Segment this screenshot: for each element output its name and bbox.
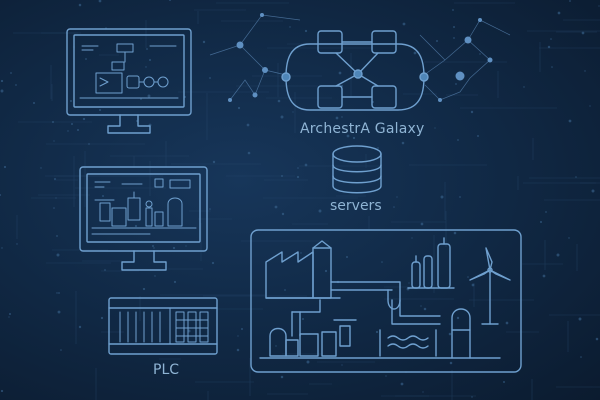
servers-label: servers <box>330 198 382 214</box>
plc-label: PLC <box>153 362 180 378</box>
monitor-icon <box>79 166 208 271</box>
server-database-icon <box>332 145 382 194</box>
factory-icon <box>265 251 314 299</box>
archestra-galaxy-label: ArchestrA Galaxy <box>300 121 425 137</box>
plc-icon <box>108 297 218 355</box>
industrial-plant-panel <box>250 229 522 373</box>
monitor-icon <box>66 28 192 134</box>
wind-turbine-icon <box>469 247 511 325</box>
archestra-galaxy-icon <box>281 30 429 111</box>
